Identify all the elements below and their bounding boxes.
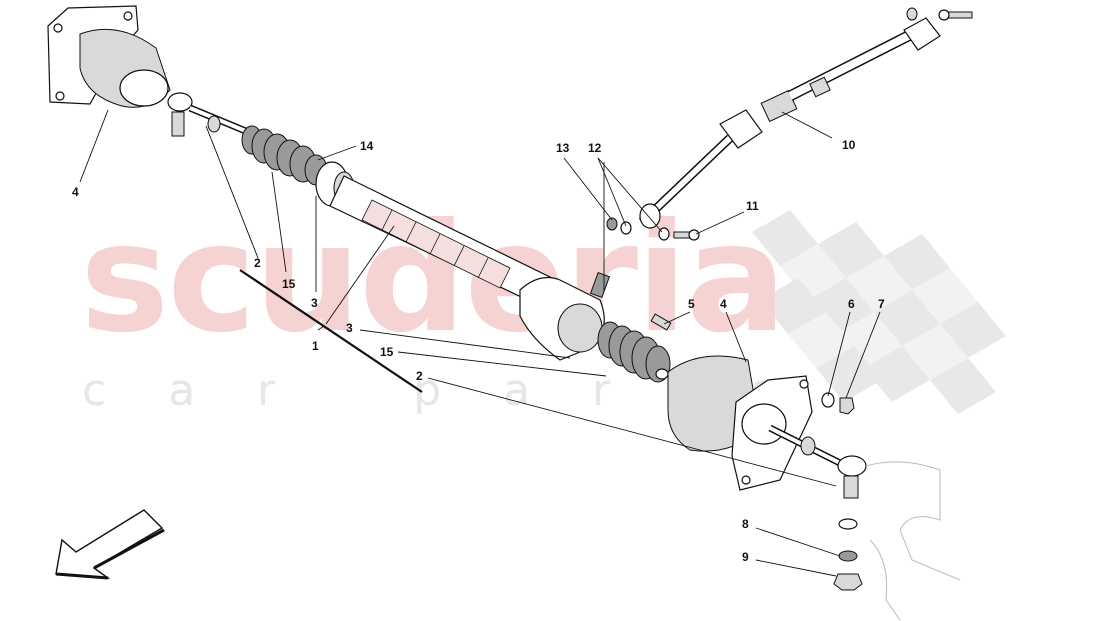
callout-5: 5 (688, 297, 695, 311)
callout-6: 6 (848, 297, 855, 311)
callout-2-left: 2 (254, 256, 261, 270)
callout-3-left: 3 (311, 296, 318, 310)
callout-labels: 4 2 15 3 1 14 13 12 11 10 5 4 6 7 3 15 2… (72, 138, 885, 564)
checkered-flag-watermark (752, 210, 1006, 414)
callout-8: 8 (742, 517, 749, 531)
steering-rack-tube (329, 175, 553, 305)
callout-12: 12 (588, 141, 602, 155)
washer-8 (838, 518, 858, 562)
callout-3-mid: 3 (346, 321, 353, 335)
nut-13 (606, 217, 618, 231)
washer-6 (821, 392, 835, 408)
callout-14: 14 (360, 139, 374, 153)
steering-column-shaft (638, 7, 973, 229)
bolt-11 (673, 229, 700, 241)
callout-15-mid: 15 (380, 345, 394, 359)
callout-9: 9 (742, 550, 749, 564)
callout-15-left: 15 (282, 277, 296, 291)
right-rubber-bellows (597, 321, 671, 383)
nut-9 (833, 573, 863, 591)
callout-1: 1 (312, 339, 319, 353)
callout-13: 13 (556, 141, 570, 155)
bolt-5 (650, 313, 672, 331)
callout-4-left: 4 (72, 185, 79, 199)
leader-lines (79, 109, 881, 577)
left-bellows-housing (47, 5, 171, 108)
callout-10: 10 (842, 138, 856, 152)
left-tie-rod-end (167, 92, 250, 137)
left-rubber-bellows (241, 125, 328, 186)
callout-7: 7 (878, 297, 885, 311)
callout-2-mid: 2 (416, 369, 423, 383)
nut-7 (839, 397, 855, 415)
arrow-down-left-icon (55, 509, 165, 580)
steering-knuckle-outline (865, 461, 961, 621)
callout-4-right: 4 (720, 297, 727, 311)
callout-11: 11 (746, 199, 759, 213)
